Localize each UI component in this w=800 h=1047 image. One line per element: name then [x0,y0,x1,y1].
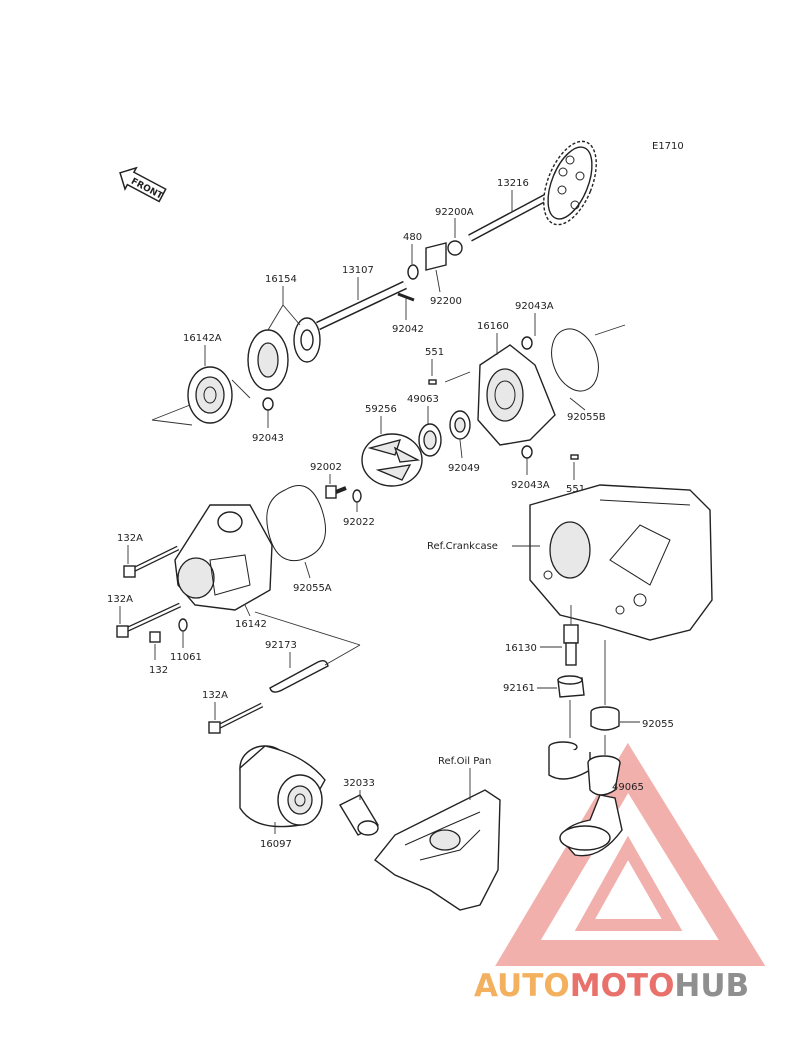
watermark-auto: AUTO [474,968,570,1004]
watermark-logo-triangle [495,742,766,966]
label-92055A: 92055A [293,583,332,594]
part-92173-bracket [269,659,329,693]
crankcase-reference [529,484,713,641]
label-16130: 16130 [505,643,537,654]
label-92022: 92022 [343,517,375,528]
watermark-hub: HUB [674,968,749,1004]
part-49063-seal [418,423,442,457]
label-92055B: 92055B [567,412,606,423]
label-13107: 13107 [342,265,374,276]
label-92200A: 92200A [435,207,474,218]
part-92043-dowel [262,397,274,411]
label-16142: 16142 [235,619,267,630]
label-13216: 13216 [497,178,529,189]
label-92043A-top: 92043A [515,301,554,312]
label-92043A-bottom: 92043A [511,480,550,491]
oil-pan-reference [374,789,501,911]
label-92002: 92002 [310,462,342,473]
part-92055-oring [590,706,620,731]
label-ref-oil-pan: Ref.Oil Pan [438,756,491,767]
label-92173: 92173 [265,640,297,651]
label-49063: 49063 [407,394,439,405]
label-551-top: 551 [425,347,444,358]
label-11061: 11061 [170,652,202,663]
label-92043: 92043 [252,433,284,444]
part-551-pin-top [428,379,437,385]
label-16160: 16160 [477,321,509,332]
part-92055B-oring [551,328,599,392]
label-132A-1: 132A [117,533,143,544]
label-92049: 92049 [448,463,480,474]
watermark-moto: MOTO [570,968,675,1004]
label-59256: 59256 [365,404,397,415]
part-16160-pump-cover [477,344,556,446]
part-16142-pump-housing [174,504,273,611]
part-16154-inner-rotor [247,317,321,391]
watermark-text: AUTOMOTOHUB [474,968,749,1004]
label-132A-3: 132A [202,690,228,701]
part-92043A-dowel-bottom [521,445,533,459]
part-92049-oil-seal [449,410,471,440]
part-480-circlip [407,264,419,280]
part-132A-bolt-2 [116,602,182,638]
label-92200: 92200 [430,296,462,307]
part-92002-bolt [325,485,347,499]
diagram-code: E1710 [652,141,684,152]
label-551-bottom: 551 [566,484,585,495]
part-92055A-gasket [266,485,326,562]
label-132A-2: 132A [107,594,133,605]
label-ref-crankcase: Ref.Crankcase [427,541,498,552]
part-92200-plate [425,242,447,271]
label-16154: 16154 [265,274,297,285]
label-16097: 16097 [260,839,292,850]
label-132: 132 [149,665,168,676]
part-92042-pin [397,292,415,302]
label-92042: 92042 [392,324,424,335]
part-132A-bolt-3 [208,702,264,734]
part-16130-fitting [563,624,579,666]
part-16097-oil-filter [239,745,326,828]
part-92161-bushing [557,675,585,698]
label-49065: 49065 [612,782,644,793]
part-551-pin-bottom [570,454,579,460]
front-arrow-icon: FRONT [119,166,167,203]
label-16142A: 16142A [183,333,222,344]
part-132-bolt [149,631,161,643]
part-49065-oil-strainer [548,741,623,857]
part-132A-bolt-1 [123,545,180,578]
part-11061-gasket [178,618,188,632]
part-92200A-washer [447,240,463,256]
label-92161: 92161 [503,683,535,694]
part-92043A-dowel-top [521,336,533,350]
part-13107-pump-shaft [316,280,407,331]
part-59256-impeller [361,433,423,487]
part-32033-pipe [339,794,379,836]
part-16142A-outer-rotor [187,366,233,424]
label-92055: 92055 [642,719,674,730]
part-13216-gear-shaft [468,140,597,242]
label-480: 480 [403,232,422,243]
part-92022-washer [352,489,362,503]
label-32033: 32033 [343,778,375,789]
